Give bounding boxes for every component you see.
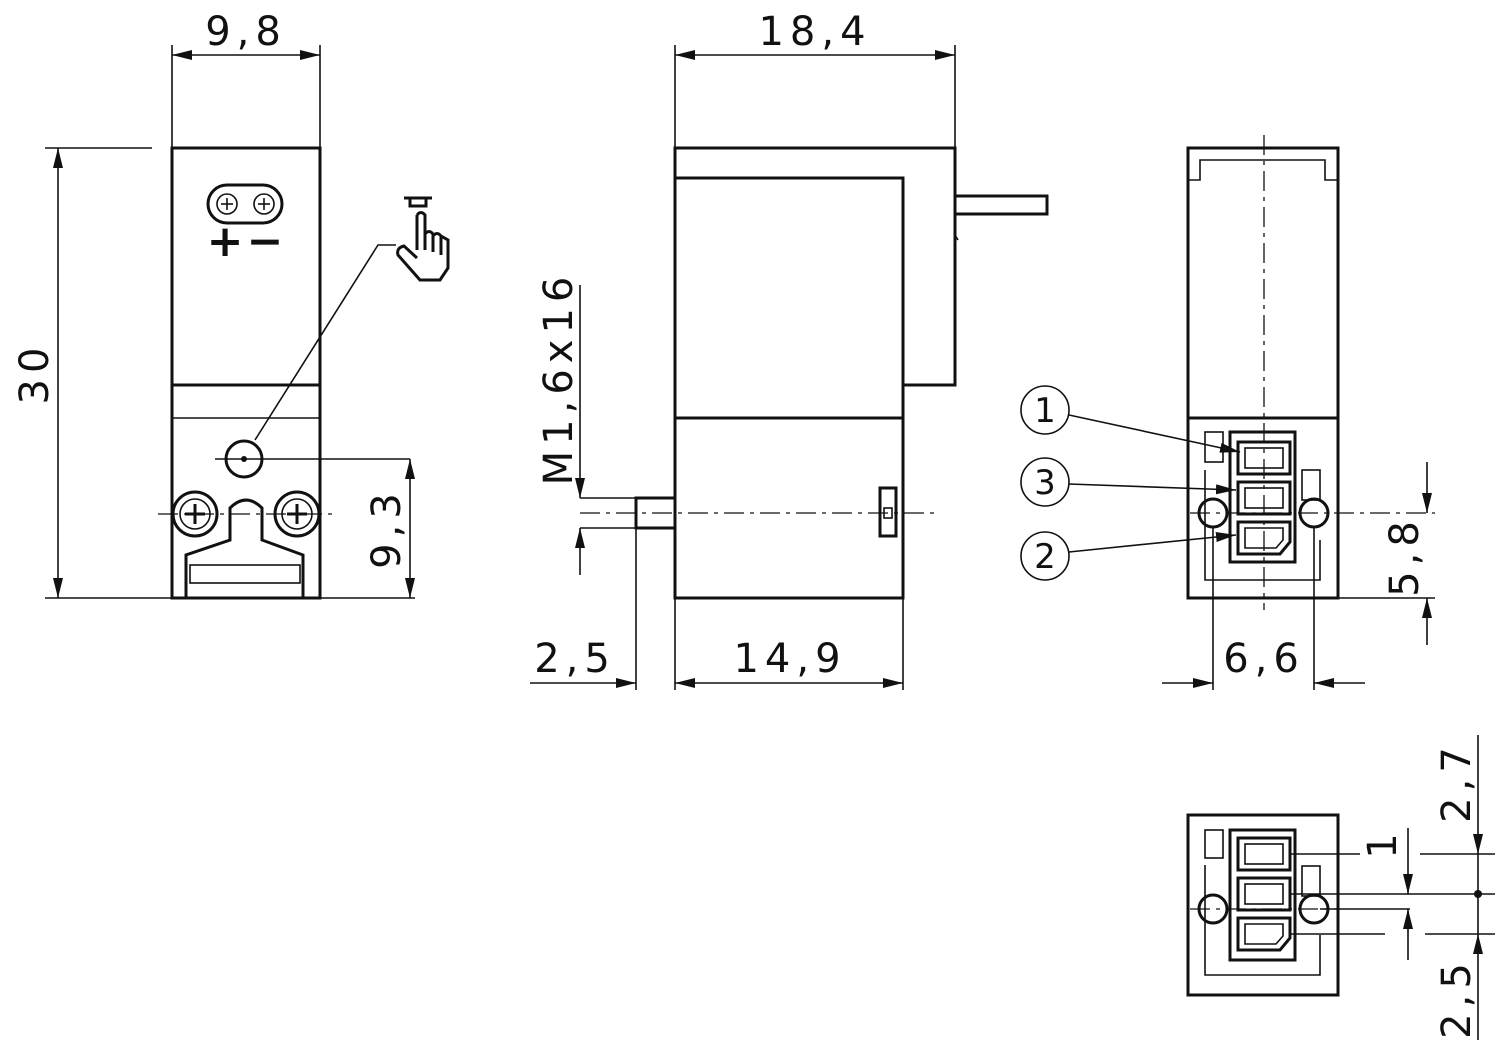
- side-latch: [878, 486, 898, 538]
- mounting-slot: [184, 498, 305, 598]
- datum-point: [1474, 890, 1482, 898]
- balloon-port-2: 2: [1020, 531, 1237, 581]
- connector-height-dim: 5,8: [1382, 515, 1428, 597]
- bottom-spacing-dim: 2,5: [1434, 957, 1480, 1039]
- connector-housing: [1204, 430, 1321, 581]
- balloon-1-label: 1: [1034, 391, 1056, 431]
- front-height-dim: 30: [12, 342, 58, 405]
- balloon-3-label: 3: [1034, 463, 1056, 503]
- balloon-port-3: 3: [1020, 457, 1237, 507]
- top-spacing-dim: 2,7: [1434, 741, 1480, 823]
- override-leader-line: [254, 244, 396, 441]
- front-body-outline: [170, 146, 322, 600]
- thread-label: M1,6x16: [536, 271, 582, 486]
- front-width-dim: 9,8: [205, 9, 287, 55]
- side-view: 18,4 M1,6x16 2,5 14,9: [530, 9, 1049, 690]
- connector-view: 1 3 2 5,8 6,6: [1020, 135, 1435, 690]
- port-detail-view: 1 2,7 2,5: [1186, 735, 1495, 1040]
- offset-dim: 2,5: [534, 636, 616, 682]
- side-pin: [953, 194, 1049, 216]
- hand-press-icon: [396, 196, 450, 282]
- body-length-dim: 14,9: [733, 636, 846, 682]
- connector-width-dim: 6,6: [1223, 636, 1305, 682]
- side-body-outline: [673, 176, 905, 600]
- balloon-port-1: 1: [1020, 385, 1241, 453]
- port-detail-outline: [1186, 813, 1340, 997]
- pitch-dim: 1: [1360, 827, 1406, 858]
- side-coil-outline: [673, 146, 957, 387]
- minus-label: −: [247, 216, 284, 267]
- side-width-dim: 18,4: [758, 9, 871, 55]
- terminal-plate-icon: [206, 183, 284, 225]
- slot-tab: [189, 564, 301, 584]
- front-view: + − 9,8: [12, 9, 450, 600]
- plus-label: +: [207, 216, 244, 267]
- balloon-2-label: 2: [1034, 537, 1056, 577]
- bore-height-dim: 9,3: [364, 487, 410, 569]
- connector-body-outline: [1186, 146, 1340, 600]
